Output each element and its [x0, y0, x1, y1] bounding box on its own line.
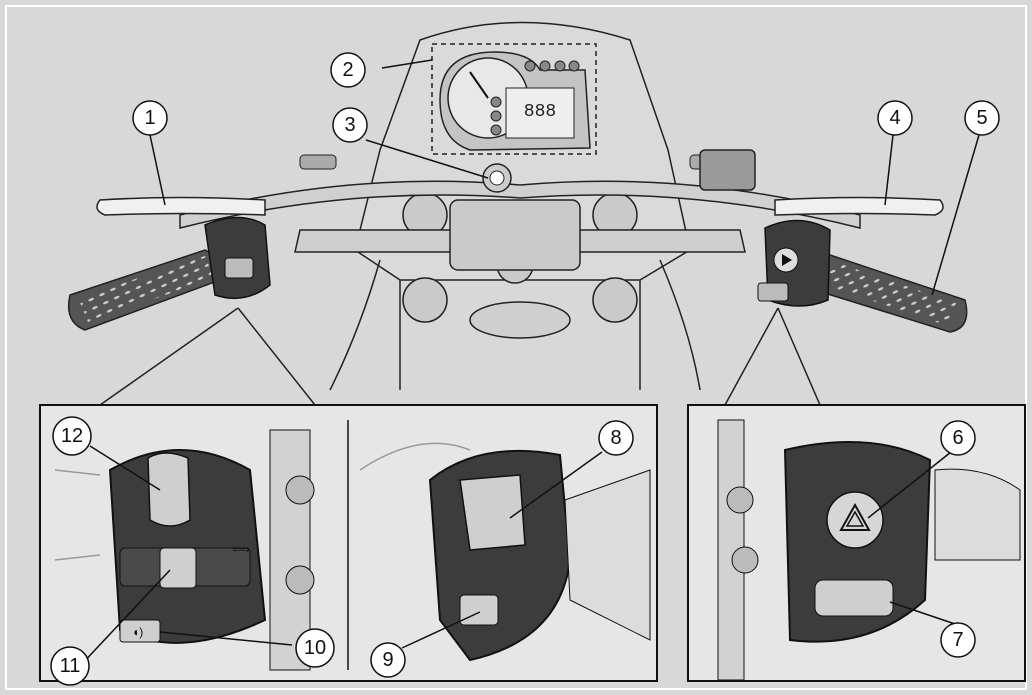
callout-10: 10 [295, 628, 335, 668]
svg-text:10: 10 [304, 637, 326, 659]
front-brake-lever [774, 196, 944, 216]
overview-illustration: 888 [67, 21, 968, 406]
horn-icon: ◖) [132, 625, 143, 639]
horn-button-10 [119, 619, 161, 643]
grip-detail [564, 469, 651, 641]
svg-text:8: 8 [610, 427, 621, 449]
dimmer-switch-12 [147, 452, 191, 527]
callout-9: 9 [370, 642, 406, 678]
callout-2: 2 [330, 52, 366, 88]
svg-text:6: 6 [952, 427, 963, 449]
svg-text:9: 9 [382, 649, 393, 671]
leader-lines [79, 59, 980, 667]
callout-12: 12 [52, 416, 92, 456]
clutch-lever [96, 196, 266, 216]
svg-text:7: 7 [952, 629, 963, 651]
callout-4: 4 [877, 100, 913, 136]
svg-text:1: 1 [144, 107, 155, 129]
svg-text:3: 3 [344, 114, 355, 136]
fuel-tank-cap [469, 301, 571, 339]
callout-7: 7 [940, 622, 976, 658]
svg-text:4: 4 [889, 107, 900, 129]
right-switch-detail-panel [687, 404, 1026, 682]
switch-9 [459, 594, 499, 626]
left-switch-detail-panel: ⇦⇨ ◖) [39, 404, 658, 682]
headlight-flash-switch-8 [459, 474, 526, 551]
callout-5: 5 [964, 100, 1000, 136]
svg-text:5: 5 [976, 107, 987, 129]
engine-stop-switch-7 [814, 579, 894, 617]
brake-fluid-reservoir [699, 149, 756, 191]
callout-3: 3 [332, 107, 368, 143]
callout-1: 1 [132, 100, 168, 136]
svg-text:2: 2 [342, 59, 353, 81]
handlebar [179, 180, 861, 229]
callout-6: 6 [940, 420, 976, 456]
instrument-cluster-outline [431, 43, 597, 155]
hazard-triangle-icon [839, 502, 871, 531]
hazard-button-6 [826, 491, 884, 549]
svg-text:12: 12 [61, 425, 83, 447]
turn-signal-arrows-icon: ⇦⇨ [232, 544, 250, 556]
turn-signal-switch-11 [159, 547, 197, 589]
outer-frame [5, 5, 1027, 690]
svg-text:11: 11 [60, 655, 81, 677]
lcd-display [505, 87, 575, 139]
callout-8: 8 [598, 420, 634, 456]
callout-11: 11 [50, 646, 90, 686]
svg-text:888: 888 [524, 102, 556, 122]
handlebar-clamp [449, 199, 581, 271]
